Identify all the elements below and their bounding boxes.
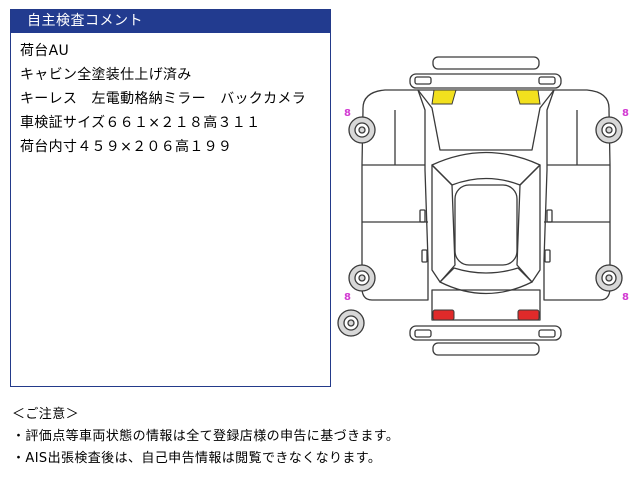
headlight-right <box>515 89 541 105</box>
front-bumper <box>409 56 562 89</box>
comment-header: 自主検査コメント <box>11 10 330 33</box>
vehicle-condition-diagram: 8 8 8 8 <box>337 56 629 356</box>
note-item: ・評価点等車両状態の情報は全て登録店様の申告に基づきます。 <box>12 429 400 444</box>
wheel-left-rear <box>348 264 376 292</box>
tire-marker-right-front: 8 <box>622 108 629 119</box>
wheel-right-front <box>595 116 623 144</box>
door-handle-left-front <box>419 209 426 223</box>
tire-marker-left-front: 8 <box>344 108 351 119</box>
note-item: ・AIS出張検査後は、自己申告情報は閲覧できなくなります。 <box>12 451 382 466</box>
self-inspection-comment-panel: 自主検査コメント 荷台AU キャビン全塗装仕上げ済み キーレス 左電動格納ミラー… <box>10 9 331 387</box>
tire-marker-right-rear: 8 <box>622 292 629 303</box>
taillight-left <box>432 309 455 321</box>
hood <box>417 89 555 151</box>
comment-line: キーレス 左電動格納ミラー バックカメラ <box>20 91 306 107</box>
wheel-left-front <box>348 116 376 144</box>
windshield <box>431 151 541 186</box>
cabin-left-panel <box>431 164 456 283</box>
notes-heading: ＜ご注意＞ <box>12 407 80 422</box>
notes-section: ＜ご注意＞ ・評価点等車両状態の情報は全て登録店様の申告に基づきます。 ・AIS… <box>12 404 399 470</box>
door-handle-right-rear <box>544 249 551 263</box>
tire-marker-left-rear: 8 <box>344 292 351 303</box>
wheel-right-rear <box>595 264 623 292</box>
trunk <box>431 289 541 321</box>
comment-line: 荷台AU <box>20 43 70 59</box>
roof <box>454 184 518 266</box>
spare-wheel <box>337 309 365 337</box>
comment-line: 車検証サイズ６６１×２１８高３１１ <box>20 115 261 131</box>
headlight-left <box>431 89 457 105</box>
cabin-right-panel <box>516 164 541 283</box>
door-handle-left-rear <box>421 249 428 263</box>
comment-line: キャビン全塗装仕上げ済み <box>20 67 192 83</box>
door-handle-right-front <box>546 209 553 223</box>
taillight-right <box>517 309 540 321</box>
comment-line: 荷台内寸４５９×２０６高１９９ <box>20 139 233 155</box>
comment-lines: 荷台AU キャビン全塗装仕上げ済み キーレス 左電動格納ミラー バックカメラ 車… <box>11 33 330 159</box>
rear-bumper <box>409 325 562 356</box>
